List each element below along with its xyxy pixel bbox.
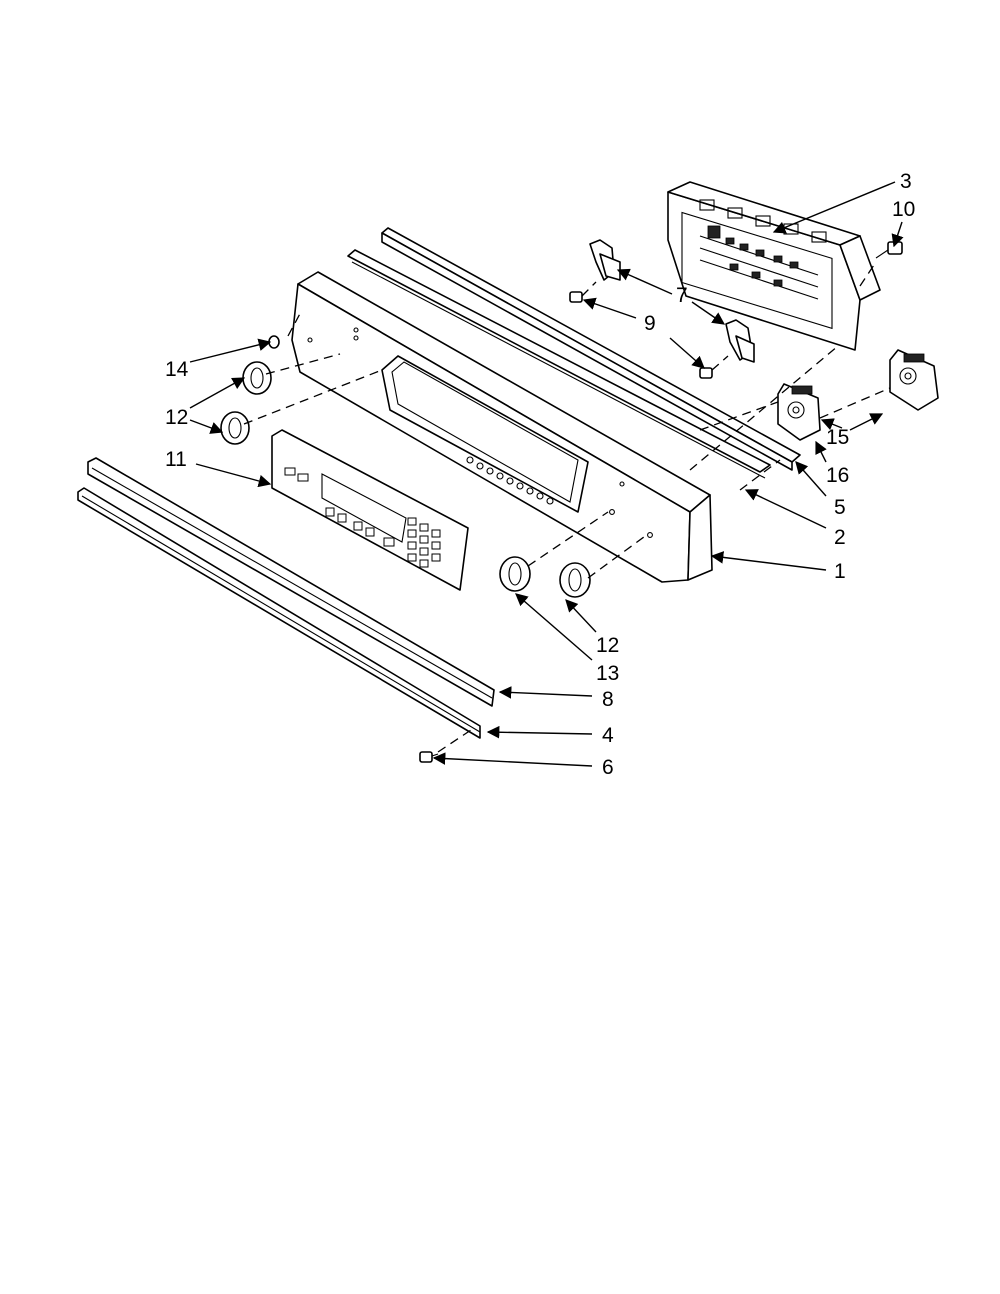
bracket-upper: [589, 239, 621, 281]
end-cap-trim-4: [77, 487, 481, 739]
bracket-lower: [725, 319, 755, 363]
keypad-overlay: [271, 429, 469, 591]
assembly-lines: [243, 261, 891, 753]
callout-4: 4: [602, 724, 614, 747]
knob-right-a: [499, 556, 531, 592]
leaders: [189, 181, 904, 767]
callout-3: 3: [900, 170, 912, 193]
callout-6: 6: [602, 756, 614, 779]
callout-12-right: 12: [596, 634, 619, 657]
callout-10: 10: [892, 198, 915, 221]
knob-upper-left: [242, 361, 272, 395]
callout-2: 2: [834, 526, 846, 549]
screw-9-upper: [569, 291, 583, 303]
clip-14: [268, 335, 280, 349]
callout-1: 1: [834, 560, 846, 583]
knob-right-b: [559, 562, 591, 598]
callout-11: 11: [165, 448, 187, 471]
callout-7: 7: [676, 284, 688, 307]
front-trim-8: [87, 457, 495, 707]
switch-left: [777, 383, 821, 441]
callout-12-left: 12: [165, 406, 188, 429]
console-panel: [291, 271, 713, 583]
screw-9-lower: [699, 367, 713, 379]
switch-right: [889, 349, 939, 411]
callout-5: 5: [834, 496, 846, 519]
screw-6: [419, 751, 439, 763]
panel-top-strip: [347, 249, 771, 479]
callout-16: 16: [826, 464, 849, 487]
screw-10: [875, 241, 903, 259]
knob-lower-left: [220, 411, 250, 445]
control-board: [667, 181, 881, 351]
callout-15: 15: [826, 426, 849, 449]
callout-labels: 3 10 7 9 14 12 11 15 16 5 2 1 12 13 8 4 …: [165, 170, 915, 779]
callout-14: 14: [165, 358, 189, 381]
callout-9: 9: [644, 312, 656, 335]
callout-13: 13: [596, 662, 619, 685]
callout-8: 8: [602, 688, 614, 711]
top-trim-strip: [381, 227, 801, 471]
